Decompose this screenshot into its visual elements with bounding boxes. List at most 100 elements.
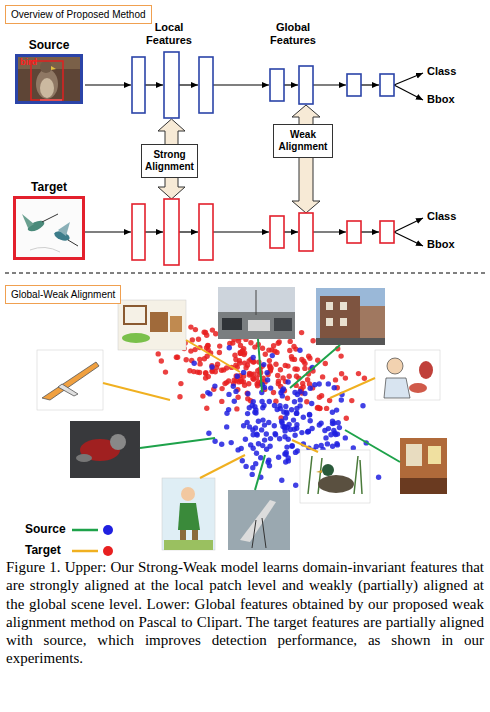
alignment-box: Weak Alignment	[273, 124, 333, 158]
scatter-dot	[215, 362, 220, 367]
alignment-box: Strong Alignment	[141, 144, 198, 178]
alignment-text: Strong Alignment	[144, 149, 195, 173]
scatter-dot	[275, 373, 280, 378]
scatter-dot	[265, 377, 270, 382]
crane-thumbnail	[228, 490, 290, 550]
object-label: bird	[20, 57, 37, 67]
section-tag: Global-Weak Alignment	[5, 285, 121, 304]
scatter-dot	[268, 436, 273, 441]
scatter-dot	[250, 465, 255, 470]
scatter-dot	[302, 391, 307, 396]
scatter-dot	[192, 361, 197, 366]
image-frame: bird	[15, 54, 83, 104]
scatter-dot	[270, 353, 275, 358]
weak-double-arrow	[292, 105, 320, 213]
source-picture	[16, 55, 82, 103]
scatter-dot	[235, 447, 240, 452]
scatter-dot	[292, 399, 297, 404]
scatter-dot	[325, 441, 330, 446]
scatter-dot	[276, 341, 281, 346]
scatter-dot	[294, 411, 299, 416]
scatter-dot	[281, 386, 286, 391]
stage-label: Global Features	[262, 21, 324, 47]
butcher-thumbnail	[375, 350, 440, 400]
glider-thumbnail	[37, 350, 103, 410]
scatter-dot	[231, 384, 236, 389]
scatter-dot	[297, 348, 302, 353]
scatter-dot	[332, 385, 337, 390]
scatter-dot	[302, 361, 307, 366]
scatter-dot	[267, 358, 272, 363]
scatter-dot	[335, 442, 340, 447]
scatter-dot	[280, 393, 285, 398]
scatter-dot	[213, 369, 218, 374]
scatter-dot	[200, 393, 205, 398]
scatter-dot	[268, 385, 273, 390]
scatter-dot	[202, 356, 207, 361]
scatter-dot	[234, 406, 239, 411]
section-tag-text: Overview of Proposed Method	[11, 8, 146, 21]
scatter-dot	[252, 410, 257, 415]
scatter-dot	[205, 390, 210, 395]
scatter-dot	[243, 437, 248, 442]
scatter-dot	[266, 347, 271, 352]
scatter-dot	[203, 370, 208, 375]
scatter-dot	[204, 345, 209, 350]
output-label: Class	[427, 65, 456, 78]
scatter-dot	[293, 483, 298, 488]
scatter-dot	[285, 396, 290, 401]
scatter-dot	[251, 377, 256, 382]
scatter-dot	[339, 371, 344, 376]
scatter-dot	[285, 379, 290, 384]
scatter-dot	[283, 459, 288, 464]
scatter-dot	[256, 419, 261, 424]
scatter-dot	[278, 406, 283, 411]
scatter-dot	[264, 370, 269, 375]
duck-thumbnail	[300, 450, 370, 503]
scatter-dot	[261, 403, 266, 408]
scatter-dot	[224, 424, 229, 429]
scatter-dot	[276, 455, 281, 460]
scatter-dot	[288, 427, 293, 432]
scatter-dot	[204, 406, 209, 411]
section-tag: Overview of Proposed Method	[5, 5, 152, 24]
scatter-dot	[308, 386, 313, 391]
scatter-dot	[294, 422, 299, 427]
scatter-dot	[300, 381, 305, 386]
scatter-dot	[298, 397, 303, 402]
scatter-dot	[299, 430, 304, 435]
scatter-dot	[197, 357, 202, 362]
scatter-dot	[335, 431, 340, 436]
scatter-dot	[175, 355, 180, 360]
scatter-dot	[308, 418, 313, 423]
scatter-dot	[217, 343, 222, 348]
scatter-dot	[295, 392, 300, 397]
scatter-dot	[163, 369, 168, 374]
image-heading: Source	[15, 38, 83, 53]
alignment-text: Weak Alignment	[276, 129, 330, 153]
scatter-dot	[291, 417, 296, 422]
scatter-dot	[283, 404, 288, 409]
scatter-dot	[344, 416, 349, 421]
scatter-dot	[267, 399, 272, 404]
scatter-dot	[289, 407, 294, 412]
scatter-dot	[264, 431, 269, 436]
target-feature-maps	[132, 199, 394, 265]
scatter-dot	[282, 451, 287, 456]
scatter-dot	[356, 371, 361, 376]
scatter-dot	[273, 362, 278, 367]
scatter-dot	[250, 472, 255, 477]
scatter-dot	[314, 444, 319, 449]
scatter-dot	[241, 370, 246, 375]
scatter-dot	[238, 343, 243, 348]
scatter-dot	[323, 435, 328, 440]
scatter-dot	[196, 337, 201, 342]
legend-text: Source	[25, 522, 66, 537]
scatter-dot	[184, 357, 189, 362]
scatter-dot	[203, 330, 208, 335]
scatter-dot	[307, 356, 312, 361]
output-label: Bbox	[427, 238, 455, 251]
legend-samples	[72, 525, 113, 556]
scatter-dot	[301, 415, 306, 420]
